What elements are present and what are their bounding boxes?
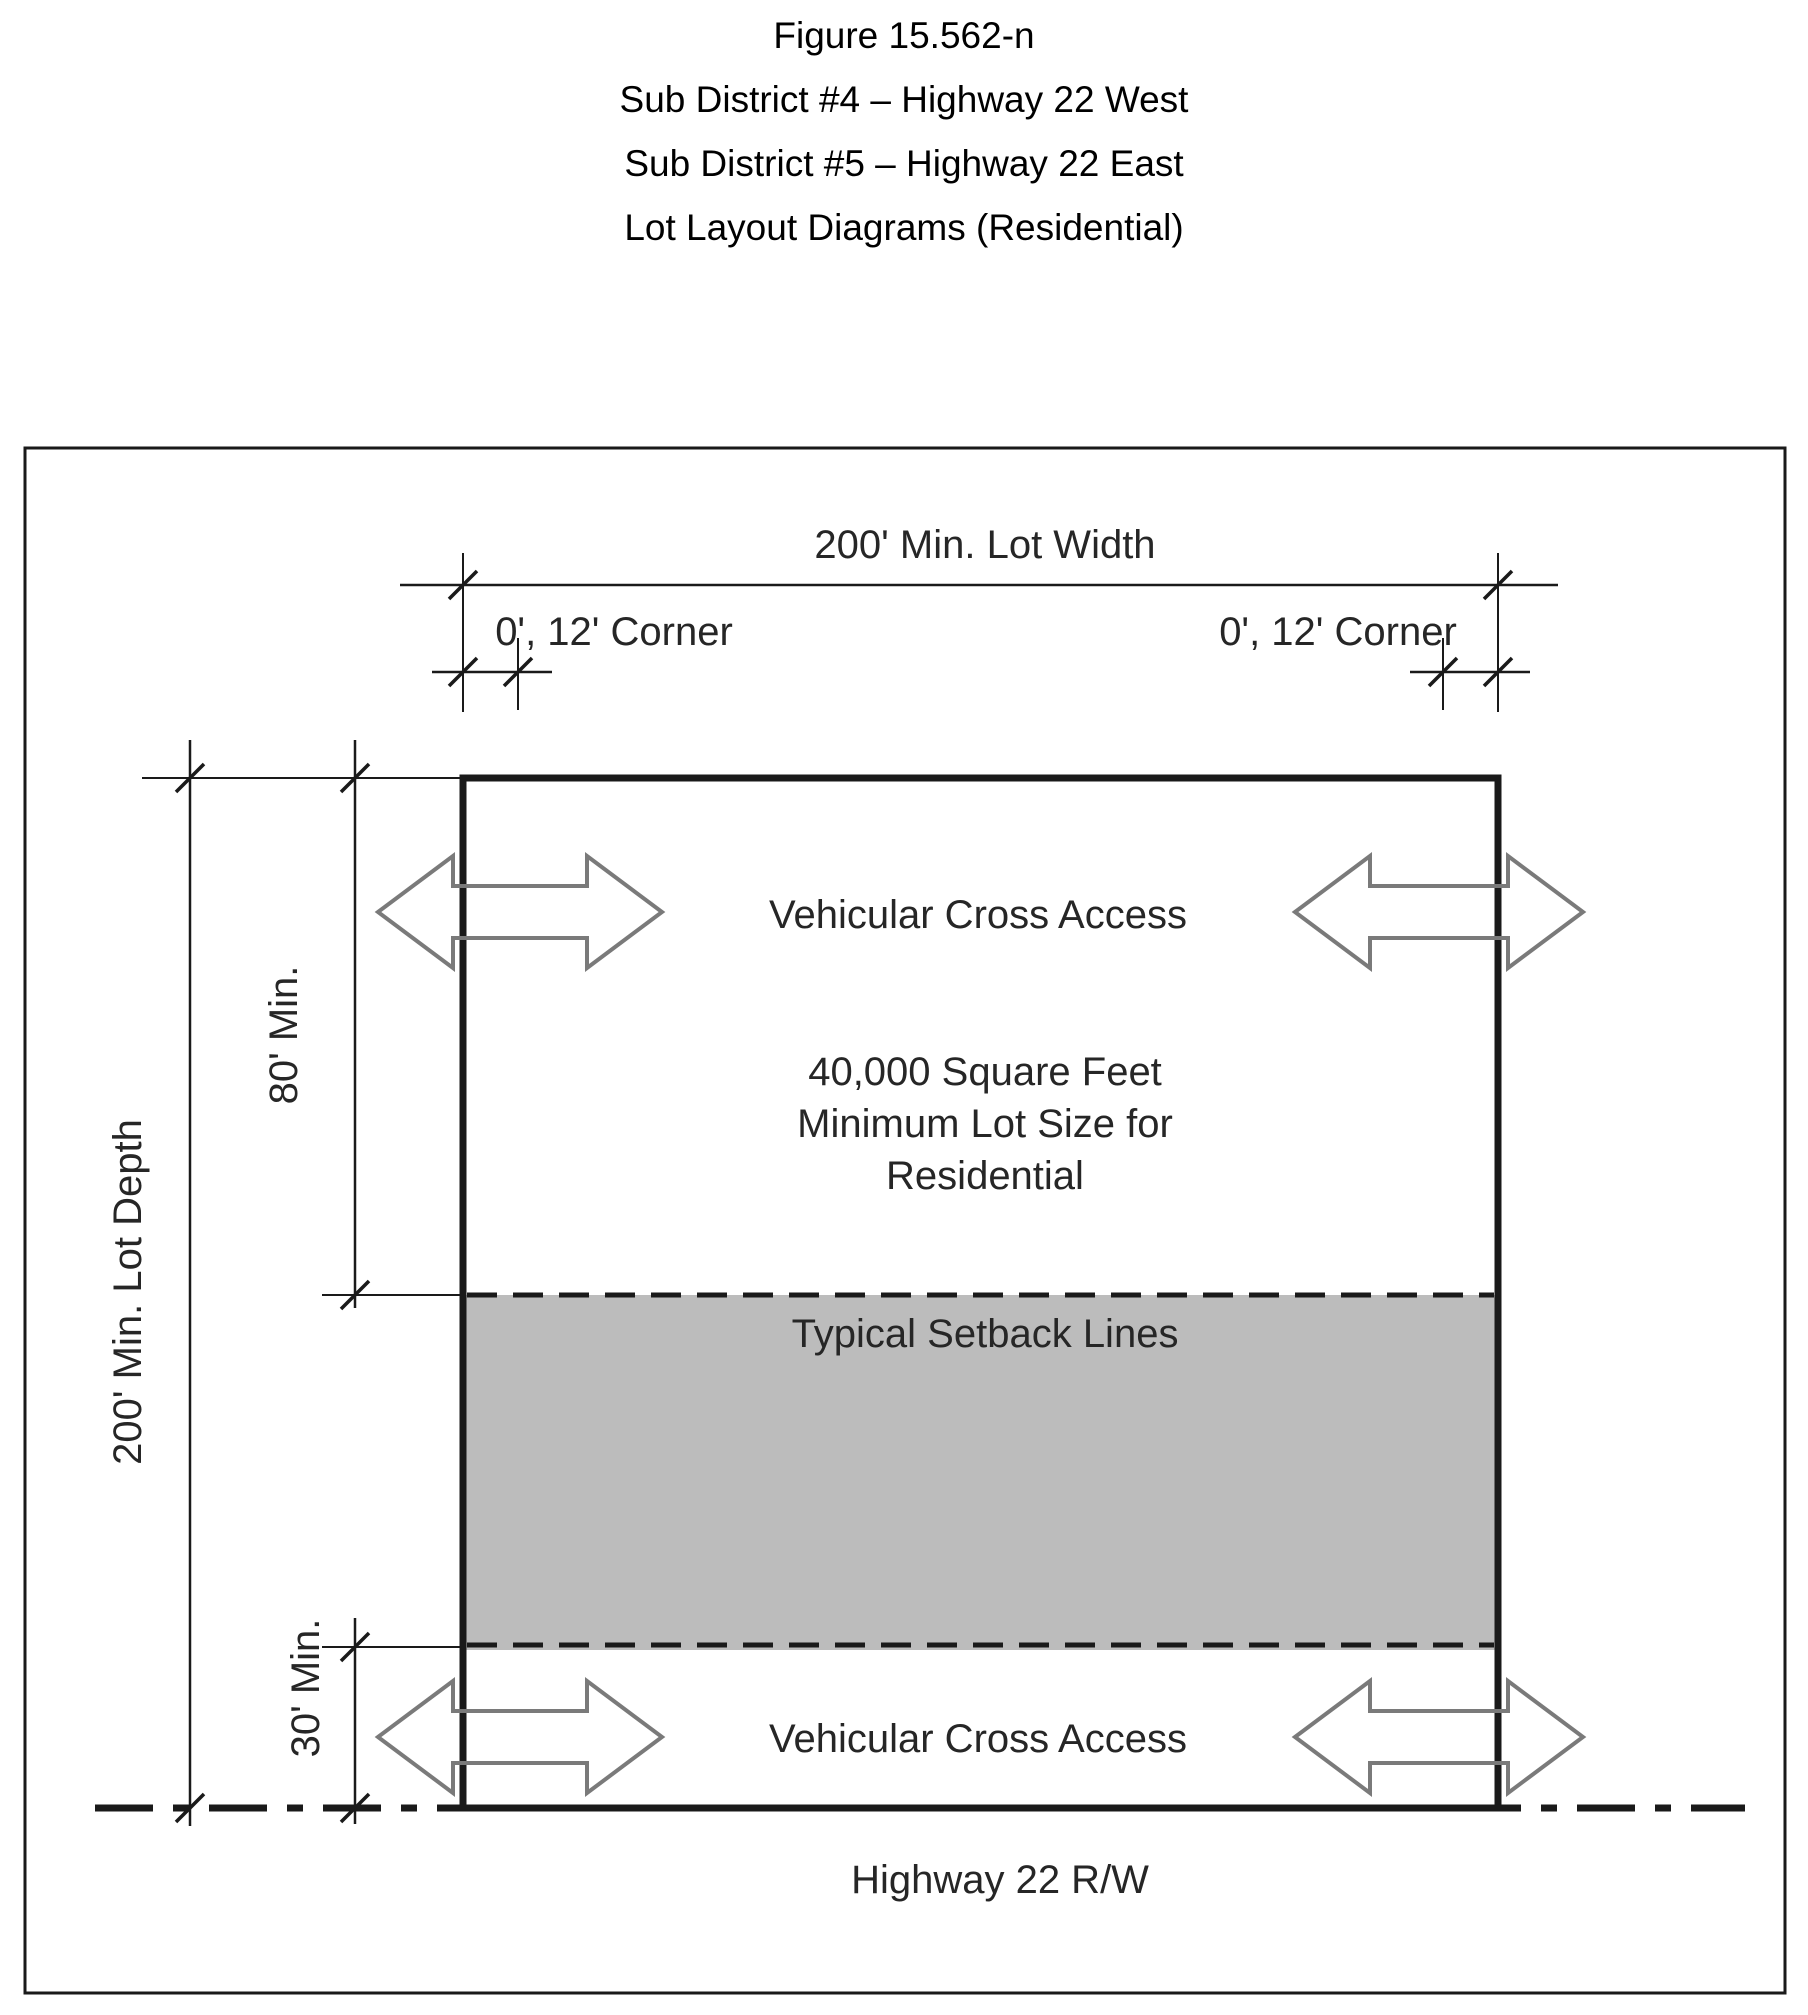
dimension-tick [447,656,479,688]
dimension-tick [174,762,206,794]
dimension-tick [1427,656,1459,688]
typical-setback-lines-label: Typical Setback Lines [792,1312,1179,1356]
dimension-tick [502,656,534,688]
lot-size-label-line2: Minimum Lot Size for [797,1102,1173,1146]
rear-yard-label: 30' Min. [284,1619,328,1758]
lot-width-label: 200' Min. Lot Width [814,523,1155,567]
double-arrow-icon [374,852,666,972]
dimension-tick [339,1792,371,1824]
corner-setback-left-label: 0', 12' Corner [495,610,733,654]
figure-subtitle-lot-layout: Lot Layout Diagrams (Residential) [624,207,1184,248]
dimension-tick [339,762,371,794]
figure-subtitle-district4: Sub District #4 – Highway 22 West [619,79,1189,120]
dimension-tick [1482,656,1514,688]
dimension-tick [447,569,479,601]
highway-rw-label: Highway 22 R/W [851,1858,1149,1902]
dimension-tick [339,1279,371,1311]
corner-setback-right-label: 0', 12' Corner [1219,610,1457,654]
front-yard-label: 80' Min. [262,966,306,1105]
dimension-tick [1482,569,1514,601]
diagram-border [23,446,1787,1995]
figure-subtitle-district5: Sub District #5 – Highway 22 East [624,143,1184,184]
setback-band [466,1295,1495,1650]
double-arrow-icon [1291,852,1587,972]
cross-access-bottom-label: Vehicular Cross Access [769,1717,1187,1761]
lot-depth-label: 200' Min. Lot Depth [106,1119,150,1465]
cross-access-top-label: Vehicular Cross Access [769,893,1187,937]
double-arrow-icon [374,1677,666,1797]
lot-size-label-line3: Residential [886,1154,1084,1198]
dimension-tick [174,1792,206,1824]
dimension-tick [339,1631,371,1663]
lot-size-label-line1: 40,000 Square Feet [808,1050,1162,1094]
figure-title-block: Figure 15.562-n Sub District #4 – Highwa… [0,4,1808,260]
double-arrow-icon [1291,1677,1587,1797]
figure-number: Figure 15.562-n [773,15,1035,56]
